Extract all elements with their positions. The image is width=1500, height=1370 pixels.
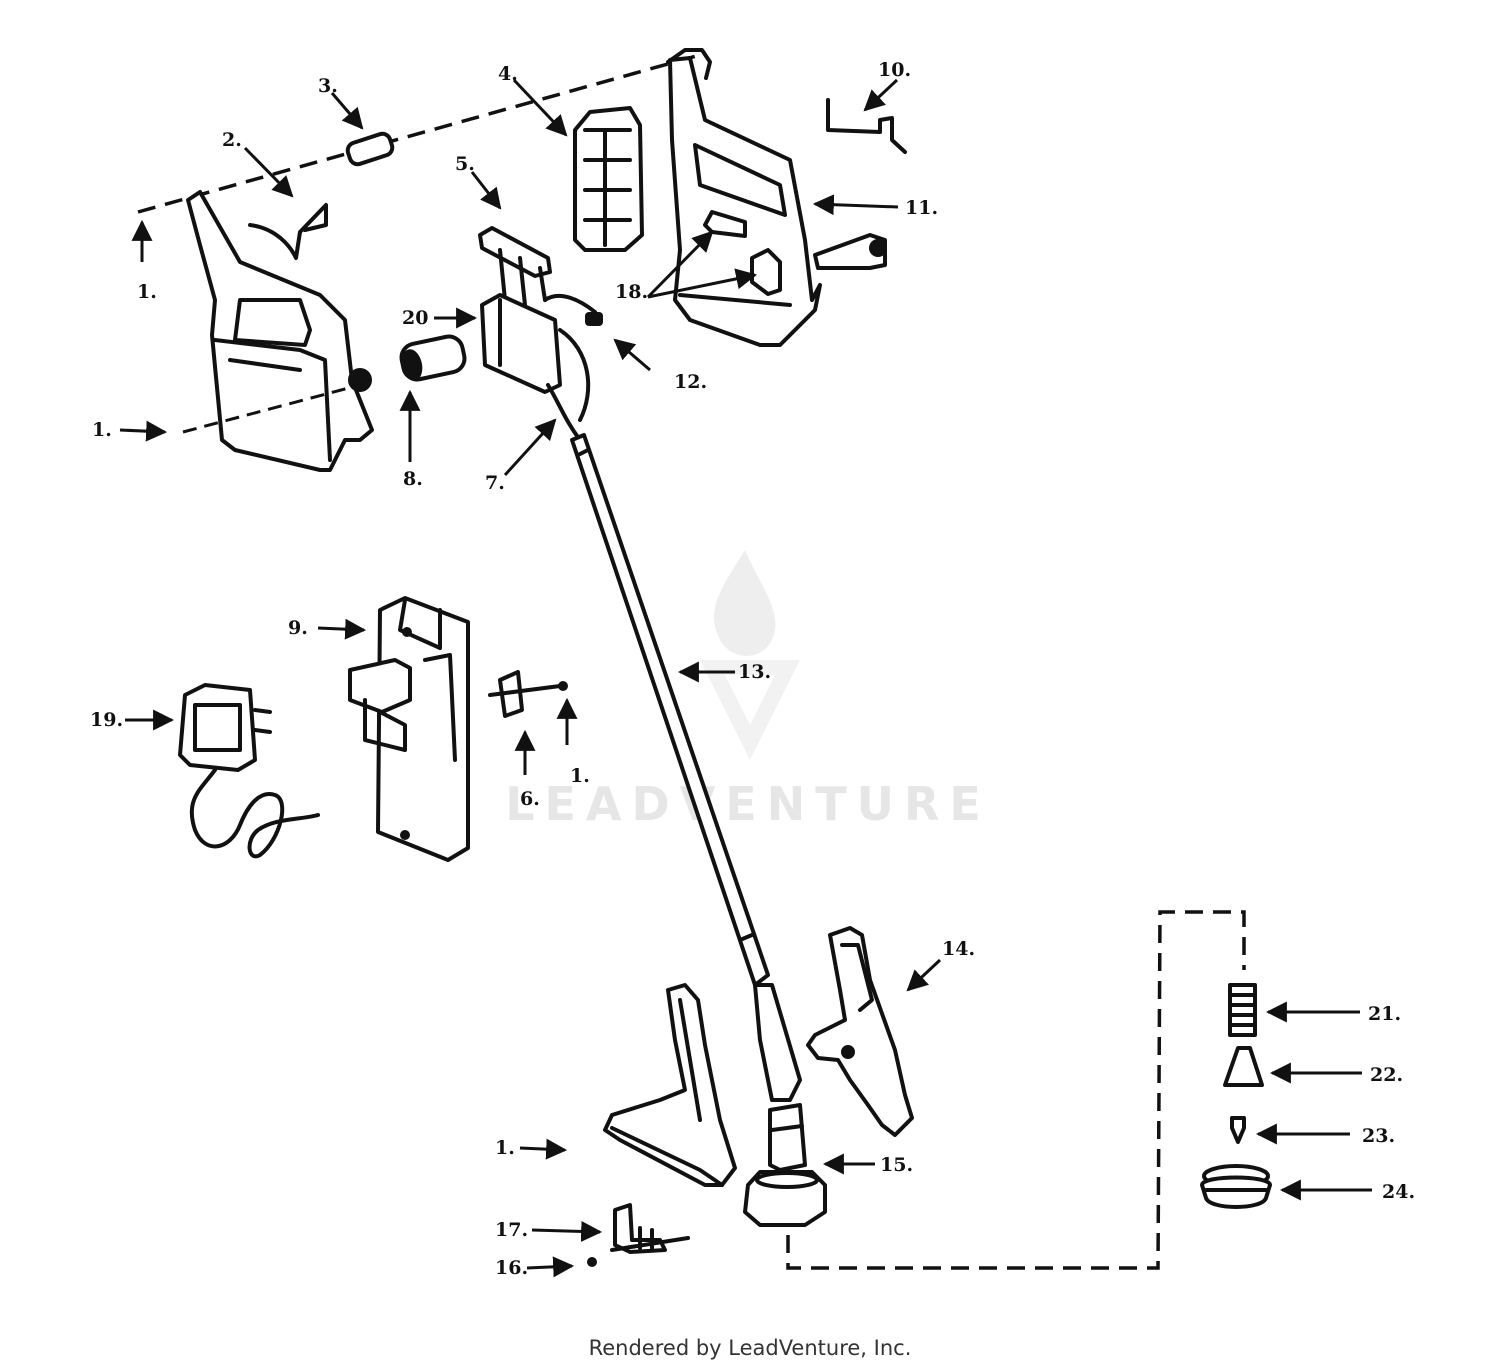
label-5: 5. — [455, 153, 475, 175]
label-19: 19. — [90, 709, 123, 731]
label-8: 8. — [403, 468, 423, 490]
pivot-pin — [345, 131, 395, 167]
watermark-text: LEADVENTURE — [505, 777, 991, 831]
label-24: 24. — [1382, 1181, 1415, 1203]
assembly-line-top — [137, 53, 701, 214]
wall-mount-bracket — [348, 596, 470, 862]
motor-housing — [753, 983, 807, 1172]
main-shaft — [570, 433, 770, 987]
label-18: 18. — [615, 281, 648, 303]
label-1-left: 1. — [92, 419, 112, 441]
mount-clip — [488, 670, 568, 718]
handle-sleeve — [399, 334, 467, 382]
spool-cap — [1200, 1164, 1272, 1209]
screw-axis-line — [182, 383, 361, 434]
label-16: 16. — [495, 1257, 528, 1279]
label-4: 4. — [498, 63, 518, 85]
spool-screw — [1230, 1116, 1246, 1144]
label-13: 13. — [738, 661, 771, 683]
label-7: 7. — [485, 472, 505, 494]
handle-left-half — [186, 190, 374, 472]
handle-top-hook — [666, 48, 712, 80]
guard-left — [603, 983, 737, 1187]
bracket-rivets — [610, 1226, 690, 1252]
label-9: 9. — [288, 617, 308, 639]
label-17: 17. — [495, 1219, 528, 1241]
label-20: 20 — [402, 307, 428, 329]
handle-right-half — [668, 56, 887, 347]
wire-connector — [585, 312, 603, 326]
switch-spring — [248, 203, 328, 260]
switch-block — [480, 293, 562, 394]
label-14: 14. — [942, 938, 975, 960]
label-2: 2. — [222, 129, 242, 151]
spool-housing — [743, 1170, 827, 1227]
handle-screw-boss — [348, 368, 372, 392]
label-10: 10. — [878, 59, 911, 81]
label-6: 6. — [520, 788, 540, 810]
label-21: 21. — [1368, 1003, 1401, 1025]
assembly-line-spool — [786, 910, 1246, 1270]
label-3: 3. — [318, 75, 338, 97]
label-1-guard: 1. — [495, 1137, 515, 1159]
trigger-switch — [478, 226, 552, 307]
watermark-logo — [700, 550, 800, 760]
label-1-mount: 1. — [570, 765, 590, 787]
guard-screw — [587, 1257, 597, 1267]
label-22: 22. — [1370, 1064, 1403, 1086]
footer-credit: Rendered by LeadVenture, Inc. — [588, 1336, 912, 1360]
label-12: 12. — [674, 371, 707, 393]
leader-arrows — [119, 78, 1372, 1278]
latch-clip — [826, 98, 907, 154]
spool-spring — [1228, 983, 1257, 1037]
guard-right — [806, 926, 914, 1137]
wire-harness — [546, 328, 591, 442]
label-23: 23. — [1362, 1125, 1395, 1147]
lead-wire — [543, 293, 597, 314]
charger — [178, 683, 320, 859]
lock-slide — [750, 248, 782, 296]
label-1-top: 1. — [137, 281, 157, 303]
label-15: 15. — [880, 1154, 913, 1176]
battery-pack — [573, 106, 644, 252]
line-spool — [1223, 1046, 1264, 1087]
label-11: 11. — [905, 197, 938, 219]
